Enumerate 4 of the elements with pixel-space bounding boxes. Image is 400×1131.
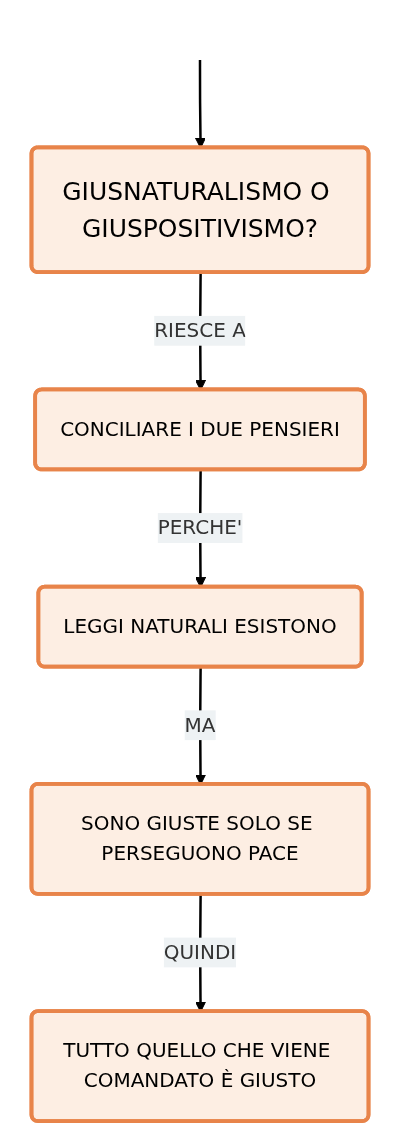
edge-label: RIESCE A [154,318,246,343]
edge-label: QUINDI [163,940,237,964]
edge-label: PERCHE' [157,515,243,540]
edge-label: MA [184,712,216,737]
